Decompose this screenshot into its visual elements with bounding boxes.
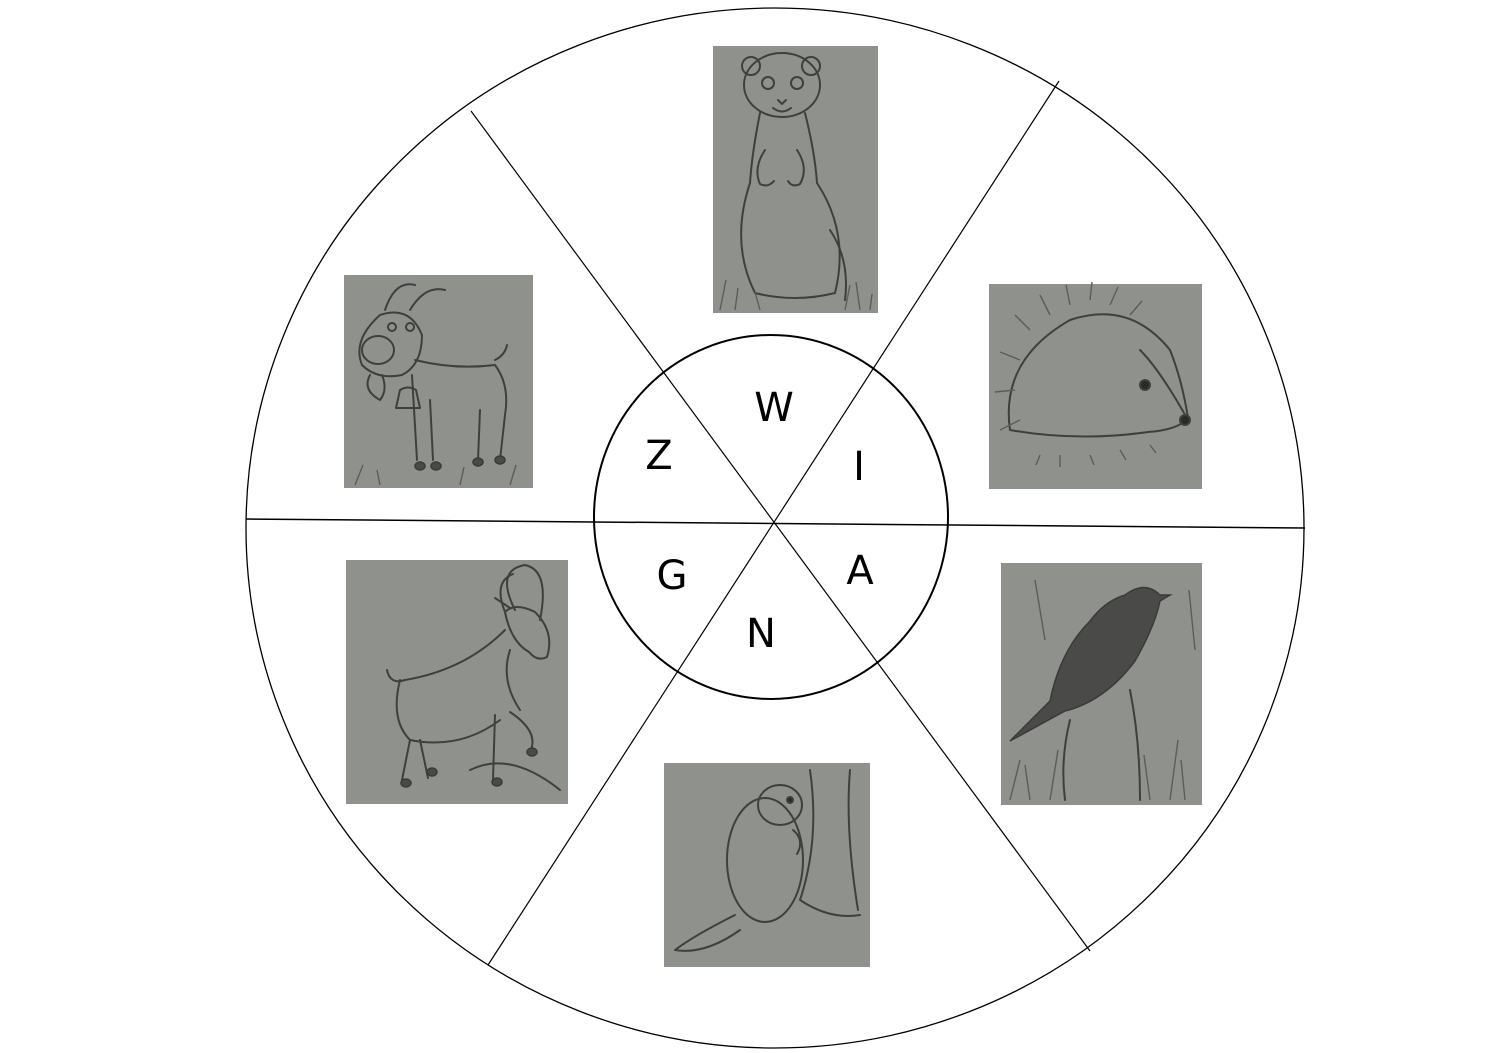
hedgehog-picture (989, 281, 1202, 489)
letter-n: N (746, 611, 776, 657)
letter-i: I (853, 444, 865, 490)
meerkat-picture (713, 46, 878, 313)
beaver-picture (664, 763, 870, 967)
letter-a: A (846, 548, 874, 594)
letter-z: Z (645, 433, 672, 479)
ibex-picture (346, 560, 568, 804)
letter-w: W (754, 385, 794, 431)
bird-picture (1001, 563, 1202, 805)
goat-picture (344, 275, 533, 488)
letter-g: G (657, 553, 688, 599)
divider-line (487, 80, 1060, 966)
divider-line (470, 110, 1091, 952)
inner-circle (593, 334, 949, 700)
